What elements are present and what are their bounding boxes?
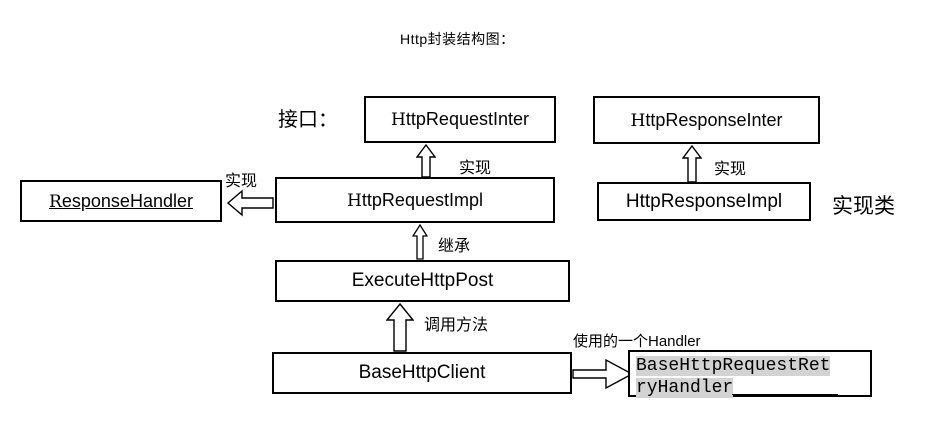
- node-base-http-request-retry-handler-label: BaseHttpRequestRetryHandler: [636, 356, 831, 398]
- impl-class-label: 实现类: [832, 195, 895, 218]
- node-base-http-client-label: BaseHttpClient: [358, 362, 486, 383]
- edge-label-handler-implements: 实现: [225, 173, 258, 190]
- node-http-request-impl: HttpRequestImpl: [275, 177, 555, 223]
- edge-label-calls-method: 调用方法: [424, 317, 489, 334]
- edge-label-inherits: 继承: [438, 238, 471, 255]
- node-http-request-inter: HttpRequestInter: [364, 96, 556, 143]
- node-http-response-impl: HttpResponseImpl: [597, 182, 811, 221]
- interface-label: 接口：: [278, 109, 338, 131]
- calls-method-up-arrow-icon: [386, 303, 414, 352]
- node-execute-http-post: ExecuteHttpPost: [275, 260, 570, 302]
- inherits-up-arrow-icon: [412, 224, 428, 260]
- retry-handler-text-wrap: BaseHttpRequestRetryHandler: [636, 355, 832, 399]
- node-response-handler-label: ResponseHandler: [49, 190, 193, 212]
- node-execute-http-post-label: ExecuteHttpPost: [351, 270, 494, 291]
- implements-up-arrow-icon: [682, 145, 702, 183]
- node-response-handler: ResponseHandler: [20, 180, 222, 222]
- implements-left-arrow-icon: [227, 189, 274, 217]
- node-http-response-inter-label: HttpResponseInter: [630, 109, 783, 131]
- node-http-response-inter: HttpResponseInter: [593, 96, 820, 144]
- node-base-http-request-retry-handler: BaseHttpRequestRetryHandler: [628, 350, 872, 399]
- node-base-http-client: BaseHttpClient: [272, 352, 572, 394]
- uses-right-arrow-icon: [572, 358, 634, 390]
- edge-label-request-implements: 实现: [459, 160, 492, 177]
- trailing-underline: [732, 394, 838, 395]
- edge-label-response-implements: 实现: [714, 161, 747, 178]
- node-http-request-inter-label: HttpRequestInter: [391, 109, 529, 130]
- handler-usage-label: 使用的一个Handler: [573, 333, 701, 350]
- node-http-response-impl-label: HttpResponseImpl: [625, 190, 783, 212]
- node-http-request-impl-label: HttpRequestImpl: [347, 189, 483, 211]
- implements-up-arrow-icon: [416, 144, 436, 178]
- diagram-title: Http封装结构图：: [400, 31, 515, 47]
